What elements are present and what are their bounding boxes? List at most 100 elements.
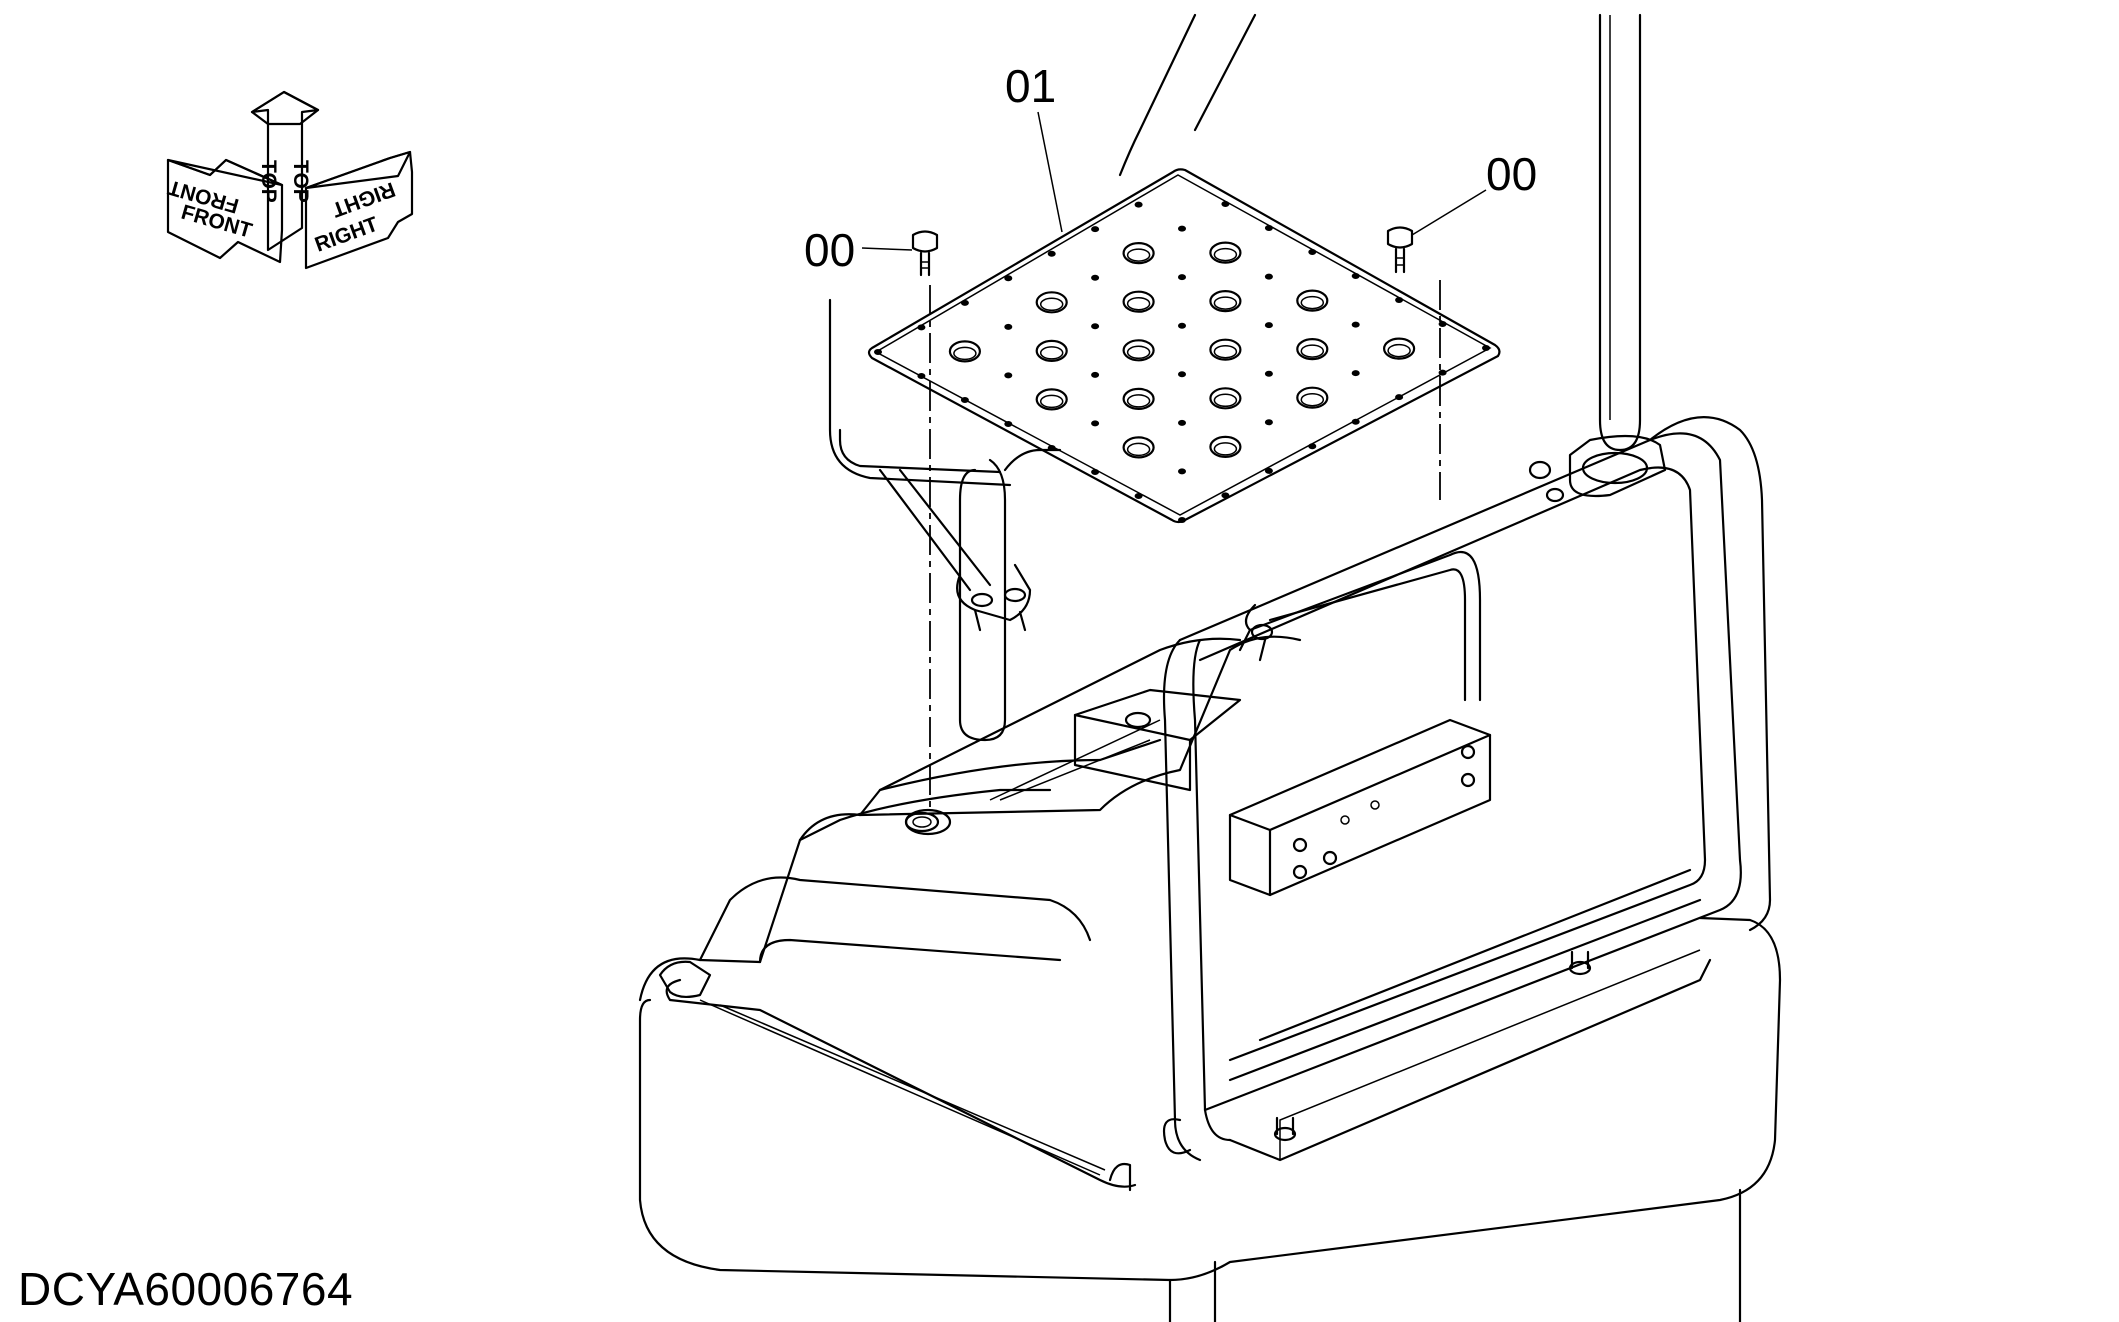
plate-large-hole-inner — [1039, 394, 1064, 409]
plate-small-hole — [874, 349, 882, 355]
plate-small-hole — [1134, 201, 1143, 208]
plate-large-hole — [1122, 436, 1155, 459]
plate-small-hole — [1308, 249, 1317, 255]
plate-small-hole — [1308, 443, 1317, 450]
plate-large-hole-inner — [1126, 394, 1151, 408]
plate-small-hole — [960, 299, 969, 306]
plate-large-hole-inner — [953, 346, 977, 361]
plate-small-hole — [1004, 372, 1013, 379]
plate-small-hole — [1221, 201, 1230, 207]
plate-large-hole-inner — [1213, 393, 1238, 408]
callout-label-bolt-right: 00 — [1486, 148, 1537, 200]
plate-small-hole — [1264, 322, 1273, 329]
callout-label-bolt-left: 00 — [804, 224, 855, 276]
plate-small-hole — [1264, 273, 1273, 280]
plate-large-hole-inner — [1039, 297, 1064, 312]
plate-small-hole — [1264, 370, 1273, 377]
perforated-step-plate — [867, 168, 1501, 524]
plate-small-hole — [1264, 419, 1273, 426]
plate-large-hole-inner — [1126, 345, 1151, 360]
plate-large-hole-inner — [1039, 346, 1064, 360]
plate-small-hole — [1395, 394, 1404, 401]
bolt-right-icon — [1386, 226, 1414, 274]
plate-small-hole — [1351, 418, 1360, 425]
plate-small-hole — [1264, 225, 1273, 231]
plate-large-hole-inner — [1213, 247, 1238, 262]
plate-small-hole — [917, 373, 926, 379]
plate-large-hole — [1035, 388, 1068, 411]
plate-small-hole — [1047, 250, 1056, 257]
plate-small-hole — [1004, 421, 1013, 427]
plate-small-hole — [1221, 492, 1230, 499]
plate-small-hole — [1264, 467, 1273, 474]
top-arrow-icon: TOP TOP — [250, 90, 320, 252]
plate-small-hole — [1091, 469, 1100, 475]
orientation-indicator: FRONT FRONT TOP TOP RIGHT RIGHT — [165, 90, 414, 270]
plate-large-hole-inner — [1300, 344, 1325, 358]
plate-small-hole — [1178, 419, 1186, 426]
top-label-mirror: TOP — [289, 160, 312, 203]
right-arrow-icon: RIGHT RIGHT — [304, 150, 414, 270]
plate-small-hole — [1351, 370, 1360, 377]
plate-small-hole — [1482, 345, 1490, 351]
plate-holes — [874, 201, 1490, 523]
plate-large-hole-inner — [1213, 442, 1238, 456]
plate-small-hole — [1438, 369, 1447, 376]
plate-large-hole — [1209, 338, 1242, 361]
plate-small-hole — [960, 397, 969, 403]
plate-large-hole — [1296, 386, 1329, 409]
plate-large-hole-inner — [1387, 343, 1411, 358]
plate-small-hole — [1178, 517, 1186, 523]
plate-large-hole-inner — [1300, 392, 1325, 407]
plate-large-hole — [1209, 435, 1242, 458]
machine-body — [638, 13, 1782, 1322]
plate-small-hole — [1178, 274, 1186, 281]
document-id: DCYA60006764 — [18, 1263, 354, 1315]
plate-small-hole — [1091, 420, 1100, 427]
plate-small-hole — [1091, 371, 1100, 378]
plate-small-hole — [1047, 445, 1056, 451]
callout-plate: 01 — [1005, 60, 1063, 233]
plate-large-hole — [1122, 387, 1155, 410]
plate-small-hole — [1091, 323, 1100, 330]
plate-large-hole — [1035, 339, 1068, 362]
plate-large-hole-inner — [1126, 248, 1151, 262]
plate-large-hole — [1209, 241, 1242, 264]
plate-large-hole-inner — [1126, 296, 1151, 311]
plate-large-hole-inner — [1300, 295, 1325, 310]
plate-large-hole — [1382, 337, 1416, 360]
plate-small-hole — [1091, 274, 1100, 281]
callout-bolt-left: 00 — [804, 224, 913, 276]
callout-bolt-right: 00 — [1411, 148, 1537, 236]
top-label: TOP — [257, 160, 280, 203]
plate-large-hole — [1296, 289, 1329, 312]
plate-large-hole — [1122, 339, 1155, 362]
plate-large-hole — [1035, 291, 1068, 314]
plate-large-hole — [1296, 338, 1329, 361]
plate-large-hole — [1209, 387, 1242, 410]
plate-small-hole — [1134, 493, 1143, 499]
plate-small-hole — [1351, 321, 1360, 328]
plate-small-hole — [1178, 468, 1186, 475]
plate-large-hole-inner — [1126, 442, 1151, 457]
plate-large-hole — [1122, 290, 1155, 313]
plate-large-hole-inner — [1213, 344, 1238, 359]
plate-small-hole — [1091, 226, 1100, 233]
plate-large-hole — [1122, 242, 1155, 265]
plate-large-hole — [948, 340, 982, 363]
plate-small-hole — [1178, 225, 1186, 232]
bolt-left-icon — [911, 230, 939, 277]
plate-small-hole — [1004, 323, 1013, 330]
plate-small-hole — [1438, 321, 1447, 327]
plate-small-hole — [1004, 275, 1013, 282]
plate-small-hole — [1395, 297, 1404, 303]
plate-large-hole-inner — [1213, 296, 1238, 310]
plate-large-hole — [1209, 290, 1242, 313]
plate-small-hole — [1178, 371, 1186, 378]
right-label: RIGHT — [312, 213, 381, 257]
plate-small-hole — [1351, 273, 1360, 279]
plate-small-hole — [1178, 322, 1186, 329]
plate-small-hole — [917, 324, 926, 331]
callout-label-plate: 01 — [1005, 60, 1056, 112]
